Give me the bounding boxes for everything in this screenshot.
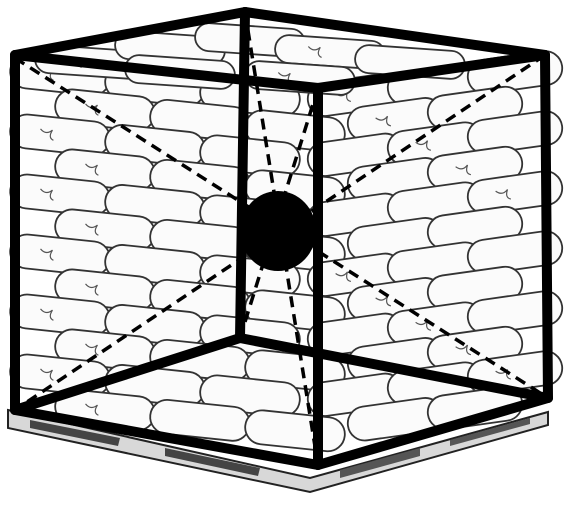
edge-right-vertical xyxy=(545,55,548,398)
edge-back-vertical xyxy=(240,12,245,338)
center-point xyxy=(240,191,316,271)
